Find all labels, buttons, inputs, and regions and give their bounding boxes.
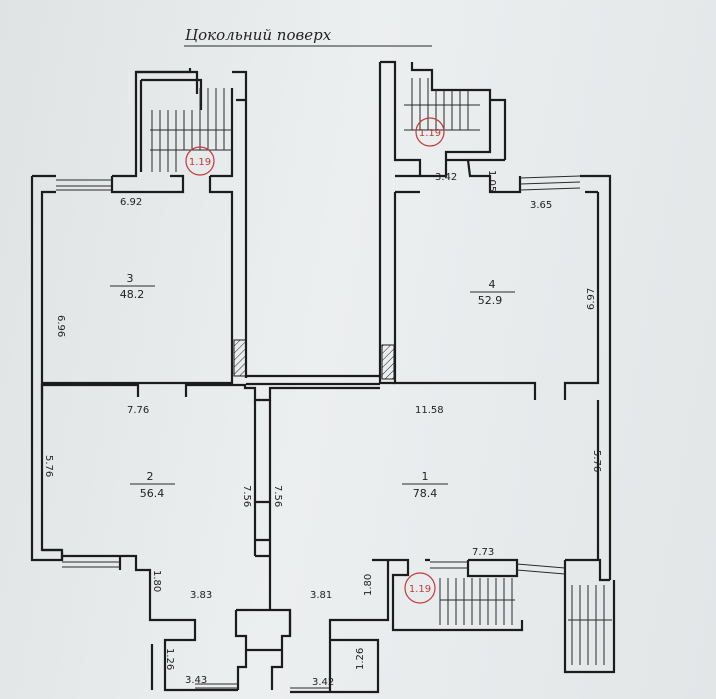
right-stair-wall [380,60,507,178]
window-room1 [430,561,566,575]
room3-number: 3 [127,272,134,285]
window-room3 [56,179,112,191]
room1-area: 78.4 [413,487,438,500]
room4-area: 52.9 [478,294,503,307]
room1-number: 1 [422,470,429,483]
wall-room4 [378,62,612,580]
dim-left-bay-side: 1.80 [151,570,162,592]
dim-room1-height-right: 5.76 [591,450,602,472]
svg-text:1.19: 1.19 [189,157,211,168]
dim-room4-height: 6.97 [586,288,597,310]
dim-partition-right: 7.56 [272,485,283,507]
svg-text:1.19: 1.19 [409,584,431,595]
entrance-stair-treads [439,578,612,665]
room2-number: 2 [147,470,154,483]
wall-middle [40,374,395,402]
dim-left-bay-width: 3.83 [190,590,212,601]
svg-text:1.19: 1.19 [419,128,441,139]
dim-room3-width: 6.92 [120,197,142,208]
window-vestibule-left [195,683,238,689]
room2-area: 56.4 [140,487,165,500]
dim-right-vestibule-width: 3.42 [312,677,334,688]
dim-left-vestibule-side: 1.26 [164,648,175,670]
dim-stair-right-depth: 1.05 [486,170,497,192]
room3-area: 48.2 [120,288,145,301]
wall-bottom-left [42,548,292,692]
stamp-entrance-stair: 1.19 [404,572,436,604]
left-stair-wall [136,68,248,378]
left-stair-treads [150,88,232,172]
dim-room2-width: 7.76 [127,405,149,416]
dim-stair-right-width: 3.42 [435,172,457,183]
dim-right-bay-side: 1.80 [363,574,374,596]
stamp-left-stair: 1.19 [185,146,215,176]
wall-left-outer [30,174,64,562]
window-room2 [62,561,120,568]
window-room4 [519,175,581,191]
plan-title: Цокольний поверх [185,26,332,44]
right-stair-treads [404,78,480,131]
room4-number: 4 [489,278,496,291]
dim-right-bay-width: 3.81 [310,590,332,601]
wall-bottom-right [268,556,616,694]
dim-partition-left: 7.56 [241,485,252,507]
dim-room1-width: 11.58 [415,405,444,416]
dim-left-vestibule-width: 3.43 [185,675,207,686]
dim-room3-height: 6.96 [55,315,66,337]
dim-right-vestibule-side: 1.26 [355,648,366,670]
dim-room1-bottom: 7.73 [472,547,494,558]
dim-room2-height: 5.76 [43,455,54,477]
stamp-right-stair: 1.19 [415,117,445,147]
dim-room4-top: 3.65 [530,200,552,211]
column-right [381,344,395,380]
column-left [233,339,247,377]
wall-room3-top [110,70,234,378]
wall-partition [253,400,272,558]
